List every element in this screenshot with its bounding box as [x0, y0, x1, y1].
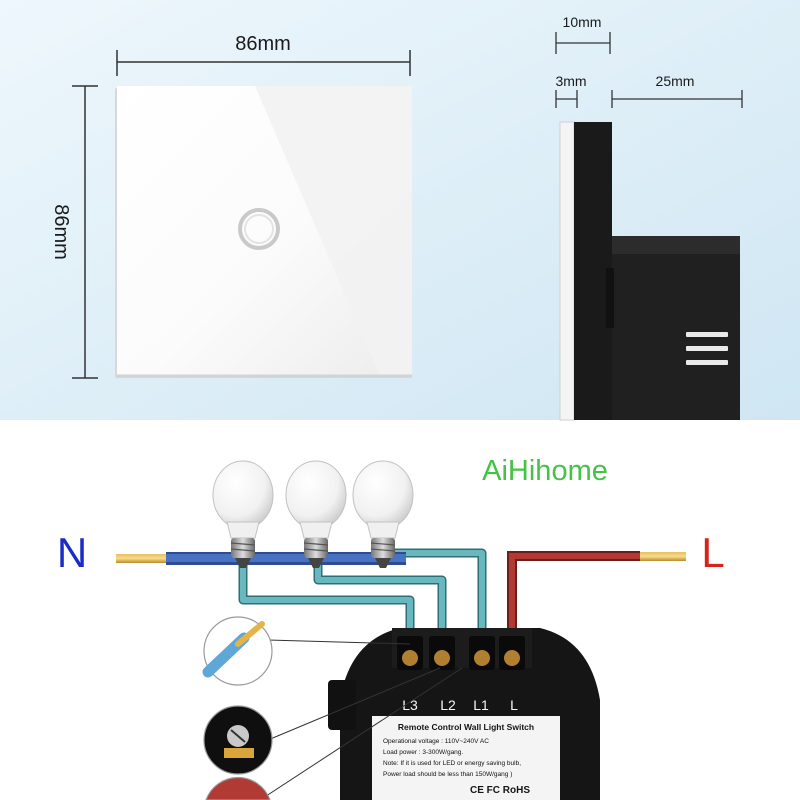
neutral-wire — [116, 552, 406, 565]
live-label: L — [701, 529, 724, 576]
glass-thickness-label: 3mm — [555, 73, 586, 89]
spec-line-1: Operational voltage : 110V~240V AC — [383, 738, 489, 745]
spec-line-3: Note: If it is used for LED or energy sa… — [383, 760, 521, 767]
height-label: 86mm — [50, 204, 72, 260]
terminal-label-l2: L2 — [440, 697, 456, 713]
depth-dimensions: 10mm 3mm 25mm — [555, 14, 743, 108]
bulb-icon — [212, 460, 274, 568]
cert-marks: CE FC RoHS — [470, 785, 530, 796]
width-label: 86mm — [235, 33, 291, 55]
height-dimension: 86mm — [50, 85, 98, 379]
depth-total-label: 10mm — [563, 14, 602, 30]
terminal-labels: L3 L2 L1 L — [402, 697, 518, 713]
terminal-screws — [397, 636, 525, 670]
switch-panel — [115, 86, 412, 378]
terminal-label-l1: L1 — [473, 697, 489, 713]
touch-button-icon — [238, 208, 280, 250]
box-depth-label: 25mm — [656, 73, 695, 89]
terminal-label-l3: L3 — [402, 697, 418, 713]
spec-label-sticker — [372, 716, 560, 800]
switch-side-view — [559, 121, 740, 421]
module-title: Remote Control Wall Light Switch — [398, 722, 534, 732]
screw-detail-callout — [203, 667, 441, 775]
spec-line-2: Load power : 3-300W/gang. — [383, 749, 463, 756]
terminal-label-l: L — [510, 697, 518, 713]
spec-line-4: Power load should be less than 150W/gang… — [383, 771, 512, 778]
live-wire — [507, 551, 686, 650]
width-dimension: 86mm — [116, 33, 411, 76]
brand-label: AiHihome — [482, 455, 608, 487]
bulb-icon — [285, 460, 347, 568]
insert-detail-callout — [205, 667, 463, 800]
bulb-icon — [352, 460, 414, 568]
neutral-label: N — [57, 529, 87, 576]
vent-slots — [686, 332, 728, 365]
wire-detail-callout — [202, 616, 411, 686]
switch-module: L3 L2 L1 L Remote Control Wall Light Swi… — [328, 628, 600, 800]
